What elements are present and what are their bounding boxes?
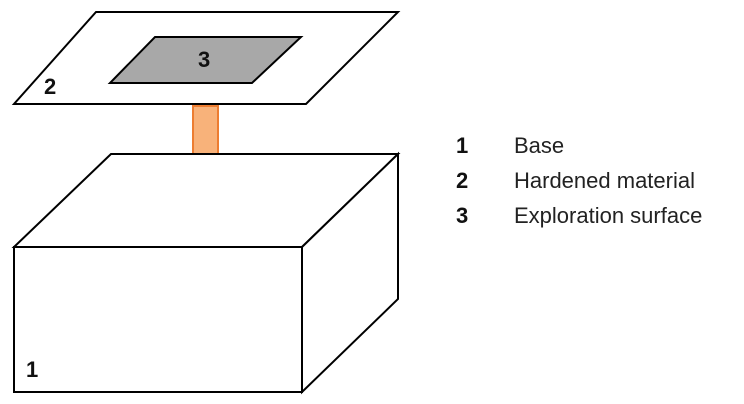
legend-label: Hardened material <box>514 167 695 193</box>
legend-label: Exploration surface <box>514 202 703 228</box>
legend-item: 3 Exploration surface <box>456 198 744 233</box>
legend-item: 1 Base <box>456 128 744 163</box>
legend-number: 3 <box>456 202 469 228</box>
base-block-front-face <box>13 246 303 393</box>
legend-item: 2 Hardened material <box>456 163 744 198</box>
legend-label: Base <box>514 132 565 158</box>
legend-number: 1 <box>456 132 469 158</box>
legend-number: 2 <box>456 167 469 193</box>
legend: 1 Base 2 Hardened material 3 Exploration… <box>456 128 744 233</box>
exploration-surface <box>107 36 304 84</box>
exploration-surface-number: 3 <box>198 47 210 72</box>
base-number: 1 <box>26 357 38 382</box>
hardened-material-number: 2 <box>44 74 56 99</box>
